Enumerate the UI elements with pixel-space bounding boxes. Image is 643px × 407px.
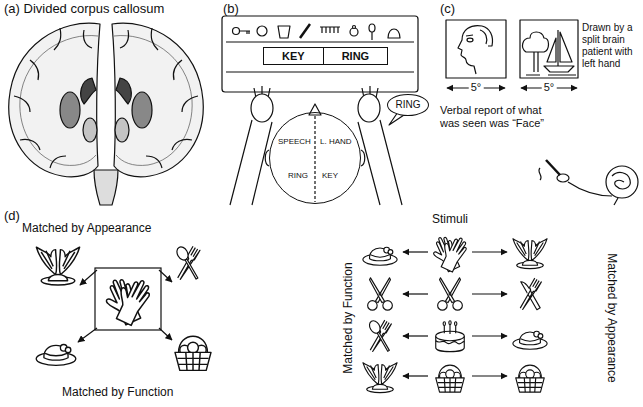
word-screen: KEYRING [263, 47, 388, 65]
text-slot: L. HAND [320, 137, 352, 147]
category-label: Matched by Function [62, 385, 173, 399]
speech-bubble: RING [387, 94, 429, 116]
screen-word: KEY [264, 48, 323, 64]
panel-title: (a) Divided corpus callosum [4, 1, 164, 17]
text-slot: KEY [322, 171, 338, 181]
head-circle: SPEECH L. HAND RING KEY [269, 112, 361, 204]
angle-dimension: 5° [542, 81, 557, 94]
hemisphere-label: SPEECH [278, 137, 311, 146]
panel-letter: (b) [223, 1, 239, 17]
caption-note: Verbal report of what was seen was “Face… [440, 104, 546, 130]
spoken-word: RING [396, 99, 421, 111]
caption-note: Drawn by a split brain patient with left… [582, 22, 640, 70]
test-apparatus [222, 16, 418, 205]
text-slot: SPEECH [278, 137, 311, 147]
brain-section [9, 23, 204, 205]
screen-word: RING [323, 48, 388, 64]
category-label: Matched by Appearance [22, 221, 151, 235]
stimulus-table [363, 233, 547, 392]
hemisphere-label: RING [288, 171, 308, 180]
category-label: Matched by Function [341, 262, 355, 373]
hemisphere-label: KEY [322, 171, 338, 180]
angle-dimension: 5° [469, 81, 484, 94]
matching-display [36, 245, 211, 370]
text-slot: RING [288, 171, 308, 181]
hemisphere-label: L. HAND [320, 137, 352, 146]
panel-letter: (c) [440, 1, 455, 17]
panel-letter: (d) [4, 208, 20, 224]
column-heading: Stimuli [432, 212, 468, 226]
category-label: Matched by Appearance [605, 253, 619, 382]
